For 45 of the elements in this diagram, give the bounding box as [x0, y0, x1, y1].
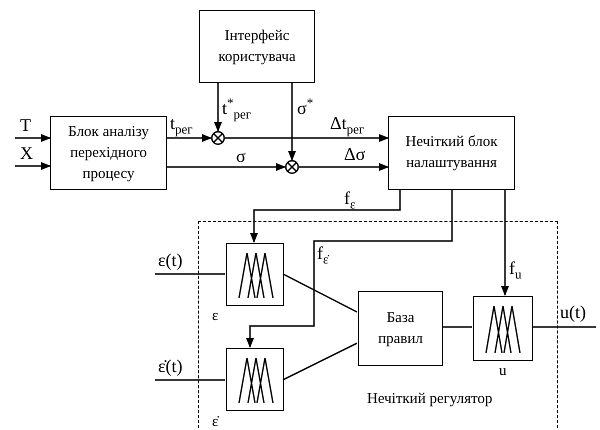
edge-label: ε̇(t) [158, 357, 183, 375]
block-label: База правил [377, 308, 424, 348]
edge-label: T [20, 116, 31, 134]
block-label: Інтерфейс користувача [217, 26, 297, 66]
arrow [501, 190, 509, 296]
arrow [15, 162, 51, 170]
rule-base-box [358, 291, 443, 366]
connector-line [442, 326, 472, 328]
edge-label: Δσ [344, 145, 366, 163]
connector-line [282, 342, 358, 380]
edge-label: σ$^{*}$ [297, 94, 314, 117]
arrow [250, 190, 401, 243]
axis-variable-label: u [499, 364, 506, 379]
tuning-block-box [388, 116, 515, 190]
edge-label: f$_{ε}$ [344, 189, 356, 214]
fuzzy-controller-frame [198, 221, 558, 430]
summing-junction [211, 131, 225, 145]
axis-variable-label: ε̇ [212, 415, 218, 430]
arrow [299, 163, 389, 171]
summing-junction [285, 160, 299, 174]
interface-box [199, 10, 315, 83]
connector-line [155, 379, 225, 381]
edge-label: t$_{рег}$ [170, 114, 193, 139]
arrow [15, 134, 51, 142]
arrow [167, 134, 212, 142]
edge-label: σ [236, 147, 246, 165]
block-label: Нечіткий блок налаштування [404, 133, 498, 173]
axis-variable-label: ε [212, 309, 218, 324]
arrow [167, 163, 286, 171]
block-label: Блок аналізу перехідного процесу [67, 122, 150, 184]
arrow [225, 134, 389, 142]
connector-line [282, 273, 358, 313]
arrow [288, 83, 296, 161]
connector-line [155, 273, 225, 275]
connector-line [532, 326, 596, 328]
controller-title: Нечіткий регулятор [367, 390, 492, 409]
edge-label: Δt$_{рег}$ [330, 114, 364, 139]
edge-label: u(t) [560, 303, 586, 321]
analysis-block-box [50, 116, 167, 190]
arrow [214, 83, 222, 132]
edge-label: f$_{u}$ [509, 259, 522, 284]
arrow [246, 190, 453, 348]
edge-label: ε(t) [158, 251, 183, 269]
edge-label: X [20, 144, 33, 162]
edge-label: f$_{ε̇}$ [317, 244, 328, 269]
